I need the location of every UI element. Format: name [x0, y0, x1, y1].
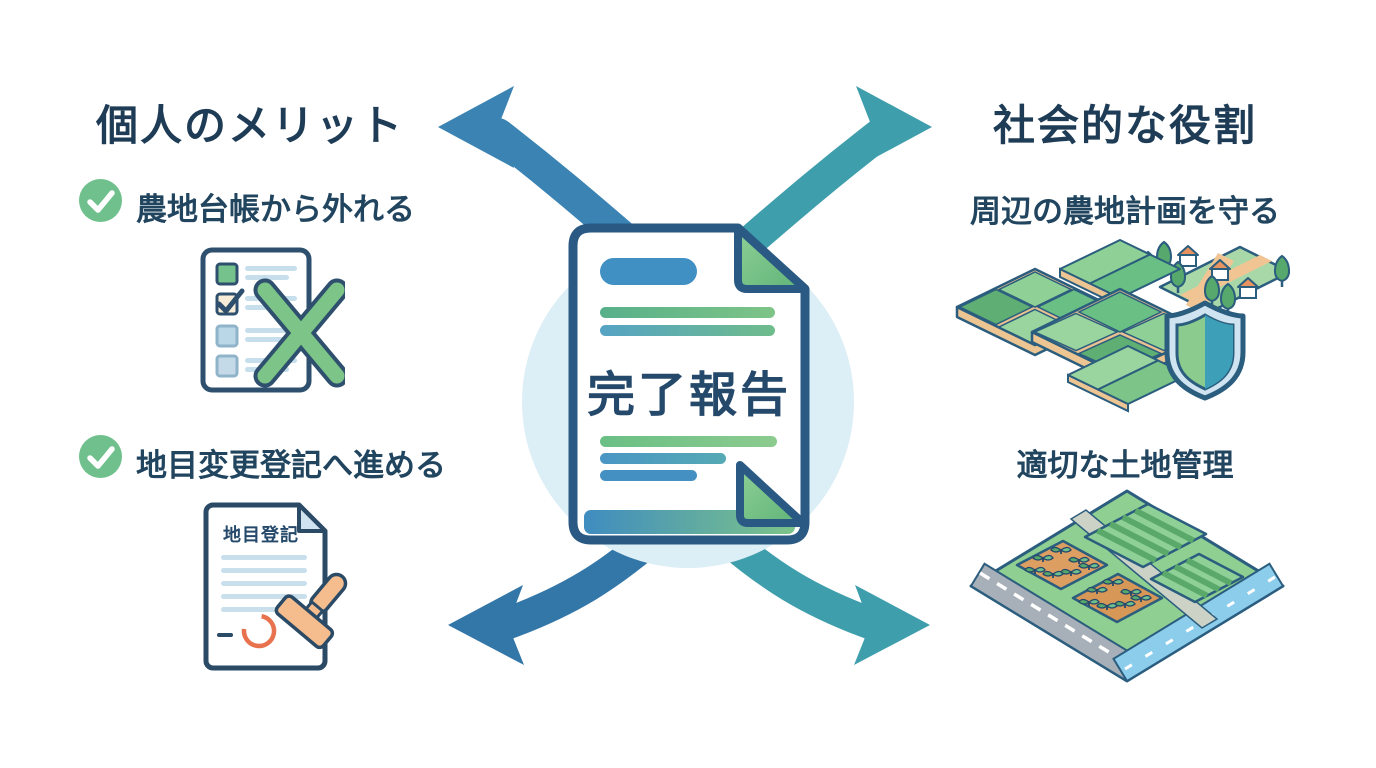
left-item-1-label: 農地台帳から外れる — [136, 192, 415, 228]
checklist-crossed-icon — [200, 247, 345, 393]
document-label: 完了報告 — [587, 367, 791, 423]
left-item-2-label: 地目変更登記へ進める — [136, 448, 446, 484]
document-text-line — [600, 453, 726, 464]
striped-field — [1083, 502, 1245, 604]
arrow-bottom-right-icon — [712, 524, 930, 665]
arrow-bottom-left-icon — [448, 524, 666, 665]
document-text-line — [600, 470, 697, 481]
stamped-document-icon: 地目登記 — [203, 502, 348, 671]
completion-report-document-icon: 完了報告 — [568, 223, 810, 545]
document-text-line — [600, 436, 777, 447]
check-circle-icon — [79, 435, 122, 478]
x-mark-icon — [253, 278, 345, 388]
stamp-imprint — [241, 613, 277, 649]
right-item-2-label: 適切な土地管理 — [1016, 448, 1234, 484]
document-text-line — [600, 307, 775, 318]
document-title-bar — [600, 258, 697, 285]
shield-icon — [1164, 300, 1246, 401]
left-column-title: 個人のメリット — [95, 101, 404, 150]
document-fold-top-right — [734, 224, 809, 293]
rubber-stamp-icon — [274, 572, 348, 650]
document-text-line — [600, 325, 775, 336]
right-item-1-label: 周辺の農地計画を守る — [970, 194, 1280, 230]
check-circle-icon — [79, 179, 122, 222]
managed-land-icon — [969, 489, 1285, 683]
farmland-shield-icon — [955, 239, 1290, 413]
document-fold-bottom-right — [736, 461, 807, 527]
right-column-title: 社会的な役割 — [992, 101, 1257, 150]
stamp-document-title: 地目登記 — [223, 524, 299, 546]
soil-plot — [1015, 539, 1164, 624]
